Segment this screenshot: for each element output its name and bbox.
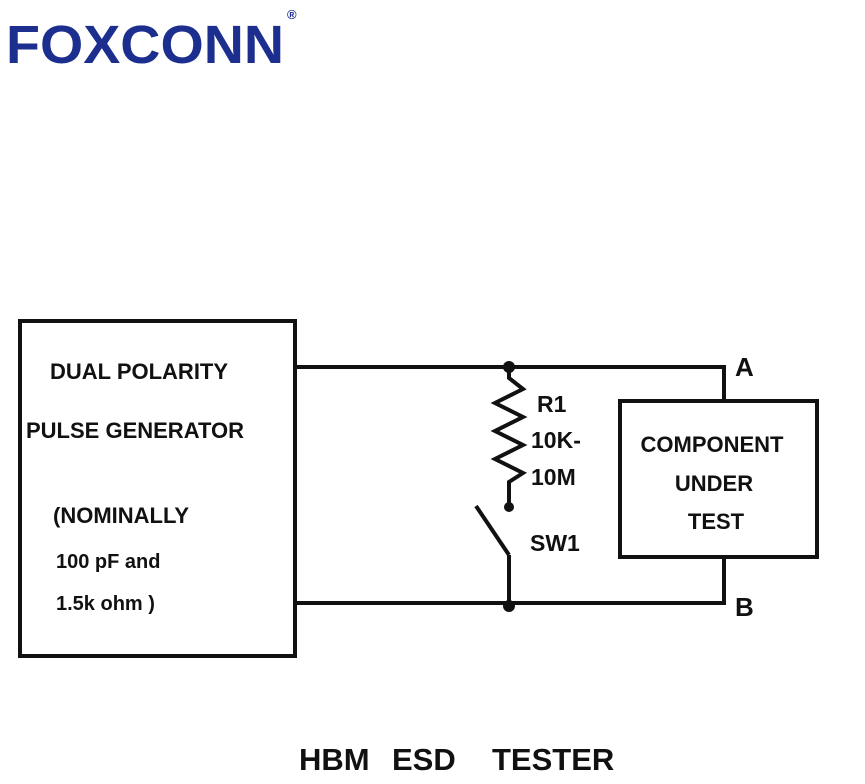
generator-note-line2: 100 pF and: [56, 551, 160, 573]
foxconn-logo: FOXCONN ®: [6, 7, 297, 75]
generator-label-line1: DUAL POLARITY: [50, 359, 228, 384]
terminal-b-label: B: [735, 592, 754, 622]
switch-name-label: SW1: [530, 530, 580, 556]
logo-text: FOXCONN: [6, 15, 284, 75]
switch-sw1-blade: [476, 506, 509, 555]
junction-dot-bottom: [503, 600, 515, 612]
junction-dot-top: [503, 361, 515, 373]
terminal-a-label: A: [735, 352, 754, 382]
component-label-line1: COMPONENT: [641, 432, 785, 457]
generator-note-line1: (NOMINALLY: [53, 503, 189, 528]
logo-registered-mark: ®: [287, 7, 297, 22]
component-label-line3: TEST: [688, 509, 745, 534]
resistor-name-label: R1: [537, 391, 567, 417]
caption-word-hbm: HBM: [299, 742, 370, 777]
resistor-end-dot: [504, 502, 514, 512]
generator-label-line2: PULSE GENERATOR: [26, 418, 244, 443]
resistor-r1: [495, 367, 523, 507]
component-label-line2: UNDER: [675, 471, 753, 496]
diagram-caption: HBM ESD TESTER: [299, 742, 614, 777]
caption-word-esd: ESD: [392, 742, 456, 777]
caption-word-tester: TESTER: [492, 742, 614, 777]
resistor-value-line1: 10K-: [531, 427, 581, 453]
resistor-value-line2: 10M: [531, 464, 576, 490]
generator-note-line3: 1.5k ohm ): [56, 593, 155, 615]
